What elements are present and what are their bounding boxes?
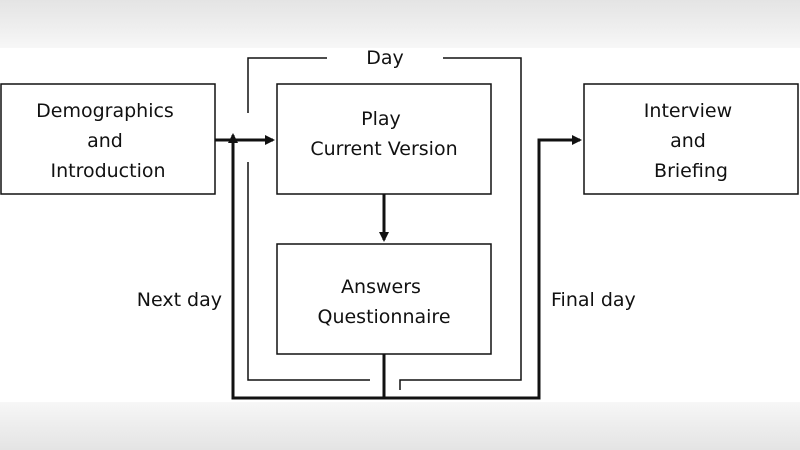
final-day-label: Final day <box>551 289 636 311</box>
answers-label: Answers Questionnaire <box>317 276 450 328</box>
answers-line-2: Questionnaire <box>317 306 450 328</box>
play-label: Play Current Version <box>310 108 457 160</box>
next-day-label: Next day <box>137 289 222 311</box>
path-final-day <box>384 135 582 400</box>
day-bracket-left <box>247 57 327 113</box>
answers-line-1: Answers <box>341 276 421 298</box>
loop-next-day <box>228 133 384 400</box>
top-shade-band <box>0 0 800 48</box>
demographics-line-3: Introduction <box>50 160 165 182</box>
day-bracket <box>247 57 522 390</box>
play-line-1: Play <box>361 108 401 130</box>
play-line-2: Current Version <box>310 138 457 160</box>
day-label: Day <box>366 47 404 69</box>
demographics-line-1: Demographics <box>36 100 174 122</box>
interview-box <box>583 83 799 195</box>
interview-line-3: Briefing <box>654 160 728 182</box>
bottom-shade-band <box>0 402 800 450</box>
answers-box <box>276 243 492 355</box>
day-bracket-right <box>399 57 522 390</box>
interview-line-2: and <box>670 130 706 152</box>
demographics-label: Demographics and Introduction <box>36 100 180 182</box>
demographics-line-2: and <box>87 130 123 152</box>
day-bracket-bottom-left <box>247 162 370 381</box>
interview-label: Interview and Briefing <box>644 100 738 182</box>
interview-line-1: Interview <box>644 100 732 122</box>
